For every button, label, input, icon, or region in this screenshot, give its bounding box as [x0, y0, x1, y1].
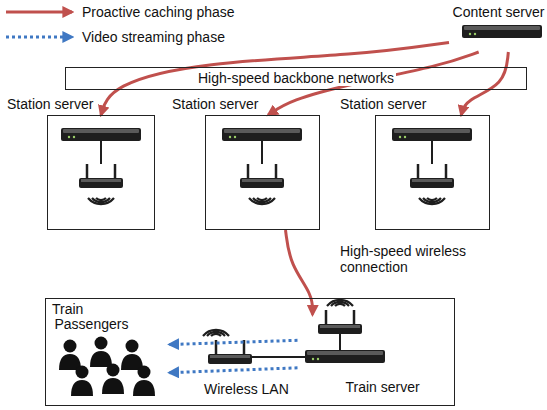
- wifi-icon: [203, 330, 229, 336]
- node-text: High-speed backbone networks: [196, 70, 396, 86]
- box-outline: [205, 115, 320, 230]
- cable: [431, 141, 433, 164]
- wifi-icon: [327, 300, 353, 306]
- server-icon: [222, 128, 302, 141]
- access-point-icon: [79, 164, 123, 188]
- streaming-arrow: [170, 340, 298, 344]
- passenger-group: Passengers: [52, 316, 170, 404]
- person-icon: [90, 337, 112, 368]
- legend-sample: [6, 11, 72, 14]
- cable: [252, 356, 305, 358]
- cable: [100, 141, 102, 164]
- node-text: Station server: [5, 96, 95, 112]
- node-text: Passengers: [53, 316, 131, 332]
- box-outline: [47, 115, 155, 230]
- station-box: Station server: [5, 96, 155, 230]
- cable: [339, 334, 341, 350]
- person-icon: [133, 366, 155, 397]
- person-icon: [71, 366, 93, 397]
- network-band: High-speed backbone networks: [65, 67, 527, 90]
- streaming-arrow: [170, 368, 298, 373]
- access-point-icon: [240, 164, 284, 188]
- wifi-icon: [249, 198, 275, 204]
- box-outline: [375, 115, 490, 230]
- station-box: Station server: [170, 96, 320, 230]
- node-text: Station server: [170, 96, 260, 112]
- node-text: Content server: [451, 4, 547, 20]
- cable: [261, 141, 263, 164]
- caching-arrow: [101, 42, 449, 115]
- caching-arrow: [461, 52, 508, 115]
- wifi-icon: [419, 198, 445, 204]
- wifi-icon: [88, 198, 114, 204]
- legend-text: Video streaming phase: [80, 29, 227, 45]
- server-icon: [462, 25, 542, 38]
- server-icon: [305, 350, 385, 363]
- legend-sample: [6, 36, 72, 39]
- person-icon: [59, 340, 81, 371]
- link-label: High-speed wireless connection: [338, 243, 482, 275]
- legend-text: Proactive caching phase: [80, 4, 237, 20]
- station-box: Station server: [338, 96, 490, 230]
- caching-arrow: [286, 230, 313, 315]
- train-server-node: Train server: [298, 315, 448, 401]
- node-text: Station server: [338, 96, 428, 112]
- node-text: Train server: [344, 379, 422, 395]
- person-icon: [121, 340, 143, 371]
- lan-label: Wireless LAN: [202, 381, 291, 397]
- server-icon: [392, 128, 472, 141]
- server-node: Content server: [449, 4, 547, 52]
- server-icon: [61, 128, 141, 141]
- access-point-icon: [410, 164, 454, 188]
- access-point-icon: [318, 310, 362, 334]
- person-icon: [102, 364, 124, 395]
